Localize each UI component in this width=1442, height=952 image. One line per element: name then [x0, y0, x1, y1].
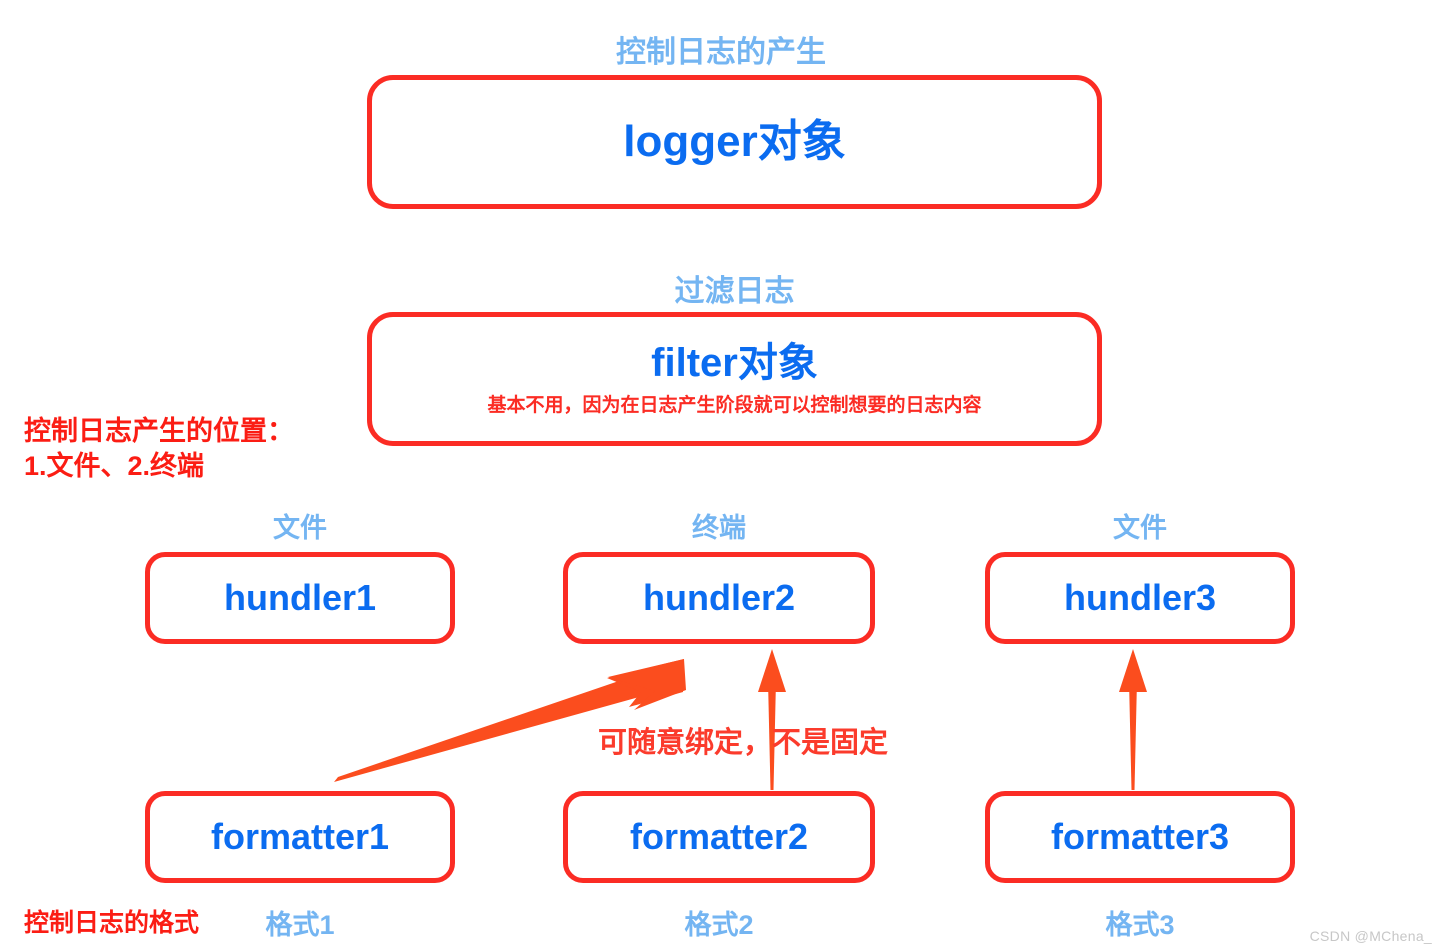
- formatter-2-node[interactable]: formatter2: [563, 791, 875, 883]
- formatter-1-node[interactable]: formatter1: [145, 791, 455, 883]
- formatter-3-caption: 格式3: [1105, 910, 1175, 940]
- handler-position-note: 控制日志产生的位置： 1.文件、2.终端: [24, 414, 294, 483]
- formatter-1-caption: 格式1: [265, 910, 335, 940]
- handler-1-node[interactable]: hundler1: [145, 552, 455, 644]
- logger-caption: 控制日志的产生: [616, 36, 826, 69]
- formatter-1-label: formatter1: [210, 816, 390, 858]
- handler-1-label: hundler1: [223, 577, 376, 619]
- formatter-3-label: formatter3: [1050, 816, 1230, 858]
- handler-2-label: hundler2: [642, 577, 795, 619]
- handler-2-caption: 终端: [692, 513, 746, 543]
- binding-note: 可随意绑定，不是固定: [598, 727, 889, 759]
- logger-node-label: logger对象: [623, 116, 846, 166]
- formatter-2-caption: 格式2: [684, 910, 754, 940]
- handler-position-note-line2: 1.文件、2.终端: [24, 450, 205, 481]
- filter-node-label: filter对象: [651, 340, 818, 385]
- arrow-formatter3-to-hundler3: [1119, 649, 1147, 790]
- logger-node[interactable]: logger对象: [367, 75, 1102, 209]
- handler-2-node[interactable]: hundler2: [563, 552, 875, 644]
- handler-3-label: hundler3: [1063, 577, 1216, 619]
- formatter-format-note: 控制日志的格式: [24, 909, 200, 937]
- handler-position-note-line1: 控制日志产生的位置：: [24, 416, 294, 446]
- filter-caption: 过滤日志: [674, 275, 795, 308]
- handler-1-caption: 文件: [273, 513, 327, 543]
- csdn-watermark: CSDN @MChena_: [1309, 928, 1432, 944]
- filter-node[interactable]: filter对象 基本不用，因为在日志产生阶段就可以控制想要的日志内容: [367, 312, 1102, 446]
- handler-3-caption: 文件: [1113, 513, 1167, 543]
- formatter-2-label: formatter2: [629, 816, 809, 858]
- handler-3-node[interactable]: hundler3: [985, 552, 1295, 644]
- filter-node-note: 基本不用，因为在日志产生阶段就可以控制想要的日志内容: [487, 394, 982, 416]
- formatter-3-node[interactable]: formatter3: [985, 791, 1295, 883]
